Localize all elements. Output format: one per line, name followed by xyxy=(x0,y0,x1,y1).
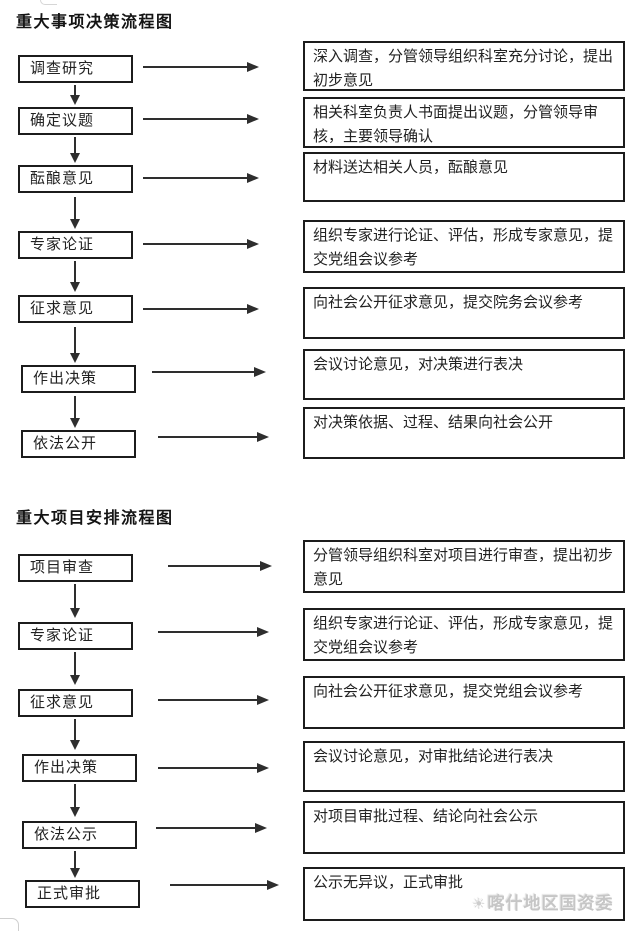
flow2-step-box-6: 正式审批 xyxy=(25,880,140,908)
arrow-right-icon xyxy=(143,62,259,72)
arrow-down-icon xyxy=(70,261,80,292)
flow2-detail-box-2: 组织专家进行论证、评估，形成专家意见，提交党组会议参考 xyxy=(303,608,625,661)
flow1-step-box-6: 作出决策 xyxy=(21,365,136,393)
faint-frame-corner-bottom xyxy=(0,918,19,931)
watermark: 喀什地区国资委 xyxy=(472,889,613,914)
watermark-text: 喀什地区国资委 xyxy=(487,894,614,913)
flow2-detail-box-3: 向社会公开征求意见，提交党组会议参考 xyxy=(303,676,625,729)
arrow-right-icon xyxy=(156,823,267,833)
flow2-step-box-5: 依法公示 xyxy=(22,821,137,849)
flowchart2-title: 重大项目安排流程图 xyxy=(16,510,174,527)
arrow-down-icon xyxy=(70,719,80,750)
arrow-down-icon xyxy=(70,85,80,105)
arrow-right-icon xyxy=(158,763,269,773)
flow1-detail-box-3: 材料送达相关人员，酝酿意见 xyxy=(303,152,625,202)
arrow-right-icon xyxy=(168,561,272,571)
arrow-right-icon xyxy=(152,367,266,377)
arrow-right-icon xyxy=(170,880,279,890)
arrow-down-icon xyxy=(70,784,80,817)
arrow-down-icon xyxy=(70,396,80,428)
flow1-step-box-1: 调查研究 xyxy=(18,55,133,83)
arrow-down-icon xyxy=(70,137,80,163)
flow1-detail-box-5: 向社会公开征求意见，提交院务会议参考 xyxy=(303,287,625,339)
flow1-detail-box-4: 组织专家进行论证、评估，形成专家意见，提交党组会议参考 xyxy=(303,220,625,273)
arrow-right-icon xyxy=(143,173,259,183)
sun-logo-icon xyxy=(472,895,486,913)
flow1-step-box-4: 专家论证 xyxy=(18,231,133,259)
flow2-detail-box-4: 会议讨论意见，对审批结论进行表决 xyxy=(303,741,625,792)
flow2-step-box-2: 专家论证 xyxy=(18,622,133,650)
flowchart1-title: 重大事项决策流程图 xyxy=(16,14,174,31)
flow2-step-box-1: 项目审查 xyxy=(18,554,133,582)
flow1-detail-box-7: 对决策依据、过程、结果向社会公开 xyxy=(303,407,625,459)
flow2-step-box-3: 征求意见 xyxy=(18,689,133,717)
arrow-down-icon xyxy=(70,652,80,685)
flow1-detail-box-1: 深入调查，分管领导组织科室充分讨论，提出初步意见 xyxy=(303,41,625,91)
arrow-down-icon xyxy=(70,327,80,363)
flow1-step-box-5: 征求意见 xyxy=(18,295,133,323)
arrow-right-icon xyxy=(143,304,259,314)
arrow-down-icon xyxy=(70,851,80,878)
arrow-down-icon xyxy=(70,584,80,618)
faint-frame-corner-top xyxy=(40,0,57,5)
arrow-right-icon xyxy=(143,239,259,249)
arrow-right-icon xyxy=(158,695,269,705)
flow1-step-box-3: 酝酿意见 xyxy=(18,165,133,193)
arrow-right-icon xyxy=(158,627,269,637)
flow1-step-box-2: 确定议题 xyxy=(18,107,133,135)
flow2-step-box-4: 作出决策 xyxy=(22,754,137,782)
flow2-detail-box-1: 分管领导组织科室对项目进行审查，提出初步意见 xyxy=(303,540,625,593)
flow1-step-box-7: 依法公开 xyxy=(21,430,136,458)
flow2-detail-box-6: 公示无异议，正式审批 xyxy=(303,867,625,921)
arrow-right-icon xyxy=(158,432,269,442)
flow1-detail-box-6: 会议讨论意见，对决策进行表决 xyxy=(303,349,625,400)
flow1-detail-box-2: 相关科室负责人书面提出议题，分管领导审核，主要领导确认 xyxy=(303,97,625,148)
arrow-right-icon xyxy=(143,114,259,124)
arrow-down-icon xyxy=(70,197,80,229)
flow2-detail-box-5: 对项目审批过程、结论向社会公示 xyxy=(303,801,625,854)
